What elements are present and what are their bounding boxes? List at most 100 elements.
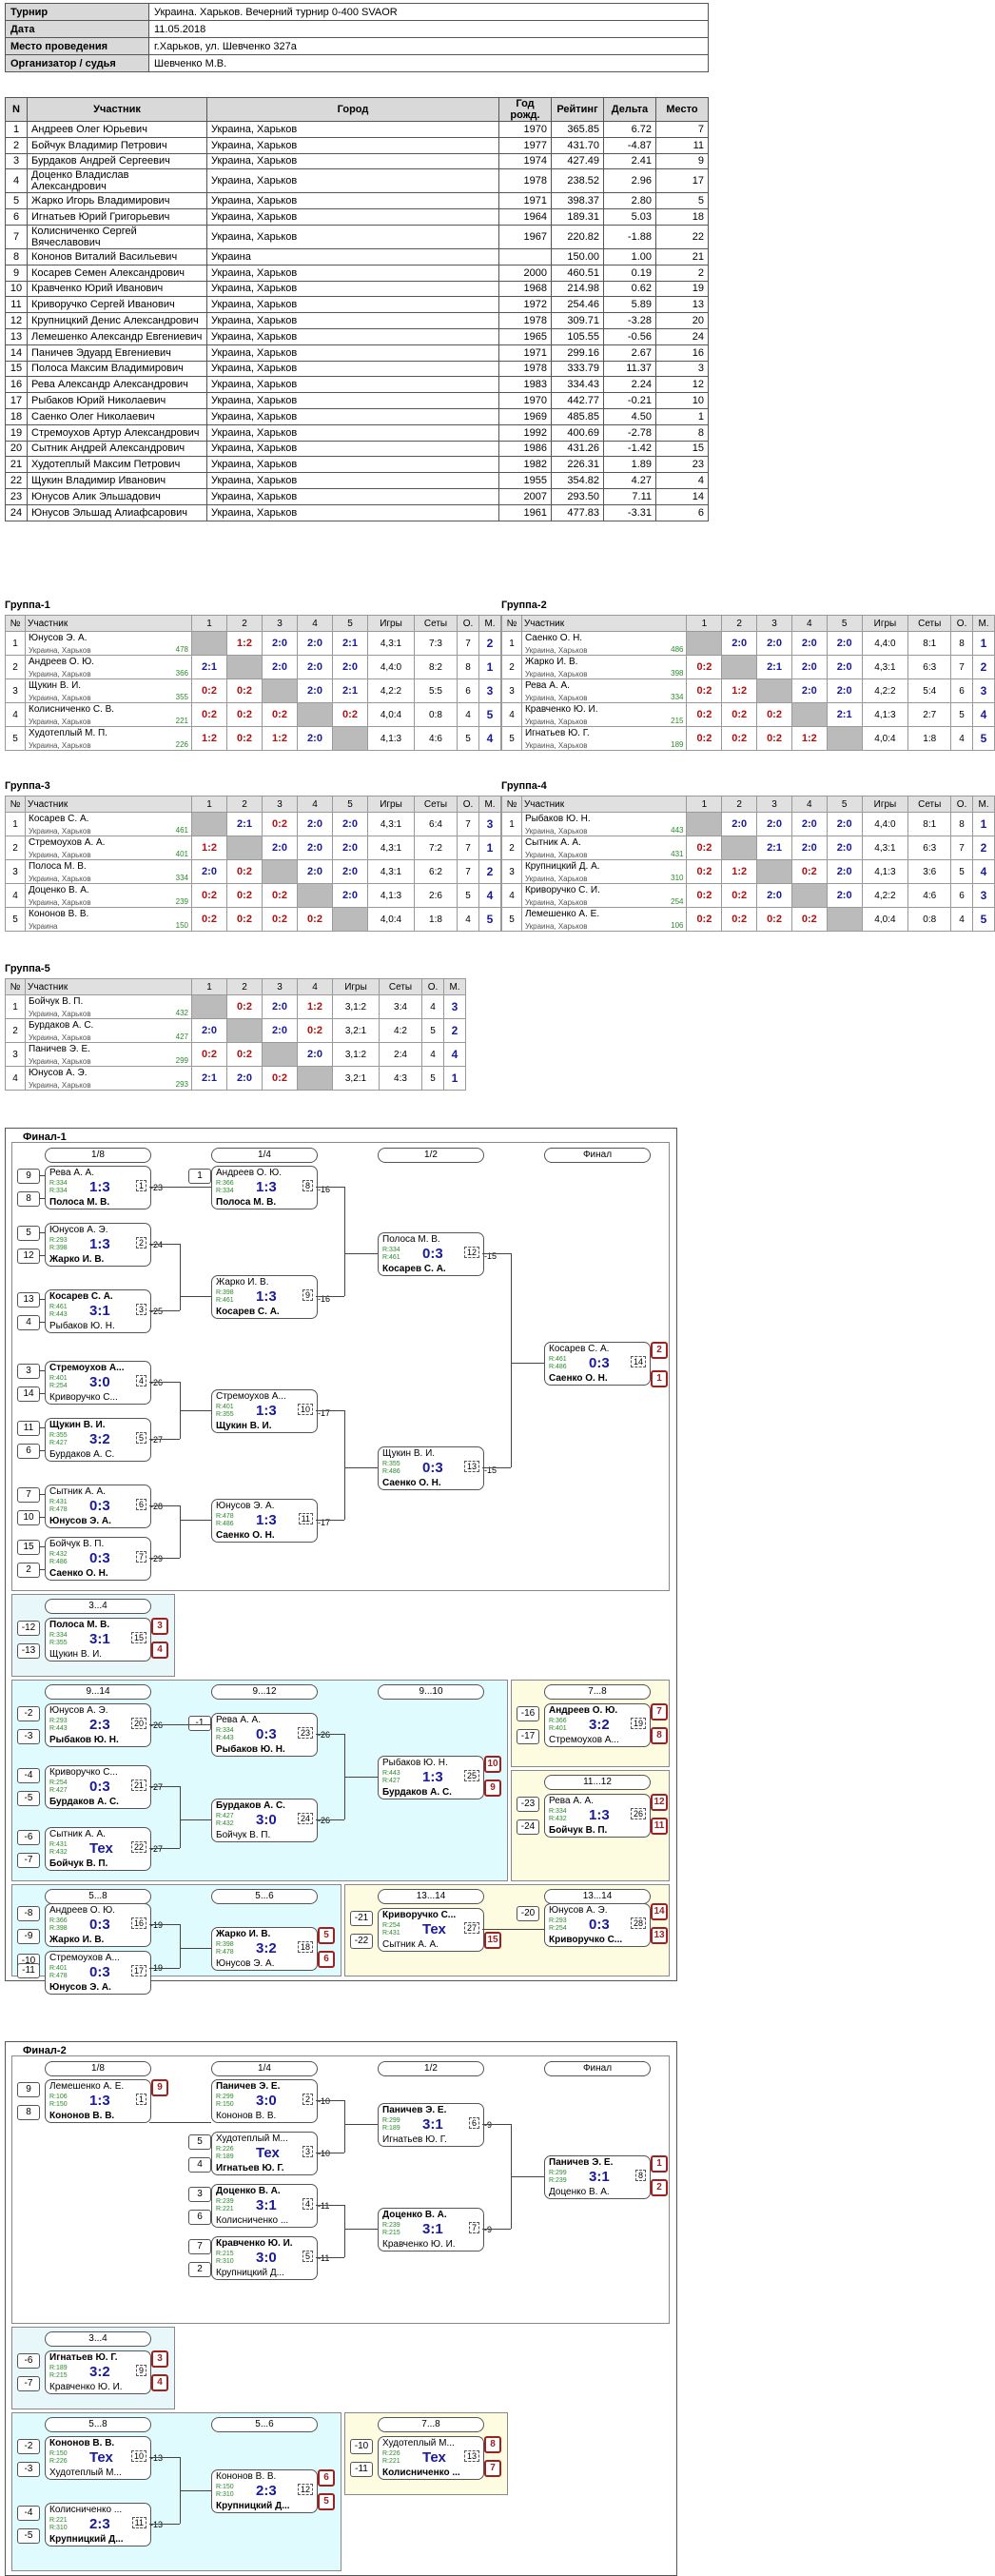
bracket-line (316, 1296, 344, 1297)
column-header: Дельта (603, 97, 656, 122)
match-player-1: Худотеплый М... (382, 2438, 455, 2448)
games-cell: 4,3:1 (367, 859, 415, 884)
match-number: 18 (297, 1941, 313, 1953)
group-col-player: Участник (520, 615, 688, 632)
seed-label: -7 (17, 1853, 40, 1868)
bracket-line (149, 1382, 180, 1383)
match-player-2: Рыбаков Ю. Н. (216, 1744, 285, 1755)
bracket-line (316, 1187, 344, 1188)
score-cell: 0:2 (790, 859, 828, 884)
place-cell: 1 (478, 836, 501, 860)
seed-label: 12 (17, 1249, 40, 1264)
table-cell: 220.82 (551, 224, 604, 249)
column-header: Участник (27, 97, 207, 122)
table-cell: 2.41 (603, 152, 656, 170)
loser-ref: -15 (484, 1465, 498, 1475)
match-player-1: Кравченко Ю. И. (216, 2238, 293, 2249)
games-cell: 4,3:1 (367, 836, 415, 860)
table-cell: Украина, Харьков (206, 121, 499, 138)
group-col-opp: 4 (297, 978, 333, 995)
group-row-number: 4 (5, 702, 26, 727)
sets-cell: 2:7 (907, 702, 952, 727)
match-number: 1 (135, 2094, 146, 2105)
match-number: 11 (131, 2517, 146, 2528)
match-number: 12 (463, 1247, 479, 1258)
seed-label: -2 (17, 2439, 40, 2454)
games-cell: 4,1:3 (367, 883, 415, 908)
round-header: 1/2 (378, 1148, 484, 1163)
group-col-opp: 1 (686, 615, 723, 632)
bracket-line (180, 1296, 211, 1297)
loser-ref: -26 (150, 1378, 164, 1387)
match-player-2: Стремоухов А... (549, 1735, 619, 1745)
score: 0:2 (202, 890, 217, 901)
group-col-place: М. (478, 615, 501, 632)
score-cell: 2:0 (790, 836, 828, 860)
games-cell: 4,3:1 (367, 812, 415, 836)
match-player-2: Бурдаков А. С. (49, 1449, 115, 1460)
score: 0:2 (696, 866, 712, 877)
table-cell: 1982 (498, 456, 552, 474)
sets-cell: 5:4 (907, 678, 952, 703)
score: 2:0 (342, 866, 358, 877)
table-cell: 1978 (498, 168, 552, 194)
score: 0:2 (307, 1025, 322, 1036)
info-key: Организатор / судья (5, 54, 149, 72)
match-number: 9 (135, 2365, 146, 2376)
table-cell: Юнусов Алик Эльшадович (27, 487, 207, 505)
match-player-1: Жарко И. В. (216, 1929, 271, 1939)
group-col-opp: 3 (262, 796, 298, 813)
diagonal-cell (297, 1066, 333, 1091)
column-header: N (5, 97, 28, 122)
group-row-number: 1 (5, 631, 26, 656)
place-badge: 14 (651, 1903, 668, 1920)
player-city: Украина, Харьков (524, 741, 588, 750)
score-cell: 0:2 (686, 883, 723, 908)
table-cell: Украина, Харьков (206, 423, 499, 442)
score-cell: 0:2 (262, 883, 298, 908)
player-rating: 310 (671, 874, 684, 882)
score: 2:0 (732, 638, 748, 649)
table-cell: Украина, Харьков (206, 296, 499, 314)
player-city: Украина, Харьков (29, 741, 91, 750)
table-cell: 1969 (498, 407, 552, 425)
score: 2:0 (307, 638, 322, 649)
group-col-games: Игры (861, 615, 909, 632)
sets-cell: 4:3 (379, 1066, 422, 1091)
table-cell: Саенко Олег Николаевич (27, 407, 207, 425)
group-row-number: 5 (501, 907, 522, 932)
score-cell: 2:1 (332, 678, 368, 703)
group-row-number: 3 (5, 859, 26, 884)
score: 0:2 (202, 1049, 217, 1060)
score-cell: 0:2 (262, 1066, 298, 1091)
seed-label: 4 (188, 2157, 211, 2173)
score: 2:0 (836, 866, 852, 877)
score-cell: 0:2 (297, 907, 333, 932)
score-cell: 2:1 (756, 655, 792, 679)
diagonal-cell (686, 812, 723, 836)
score: 2:0 (342, 661, 358, 673)
score: 2:1 (202, 661, 217, 673)
match-score: 3:1 (89, 1631, 110, 1647)
table-cell: 17 (5, 392, 28, 409)
games-cell: 4,3:1 (861, 836, 909, 860)
player-rating: 299 (175, 1056, 188, 1065)
table-cell: Украина, Харьков (206, 440, 499, 458)
table-cell: 309.71 (551, 312, 604, 329)
points-cell: 6 (950, 883, 974, 908)
group-title: Группа-3 (5, 780, 50, 792)
games-cell: 4,4:0 (861, 812, 909, 836)
score: 1:2 (202, 733, 217, 744)
seed-label: -5 (17, 2528, 40, 2544)
